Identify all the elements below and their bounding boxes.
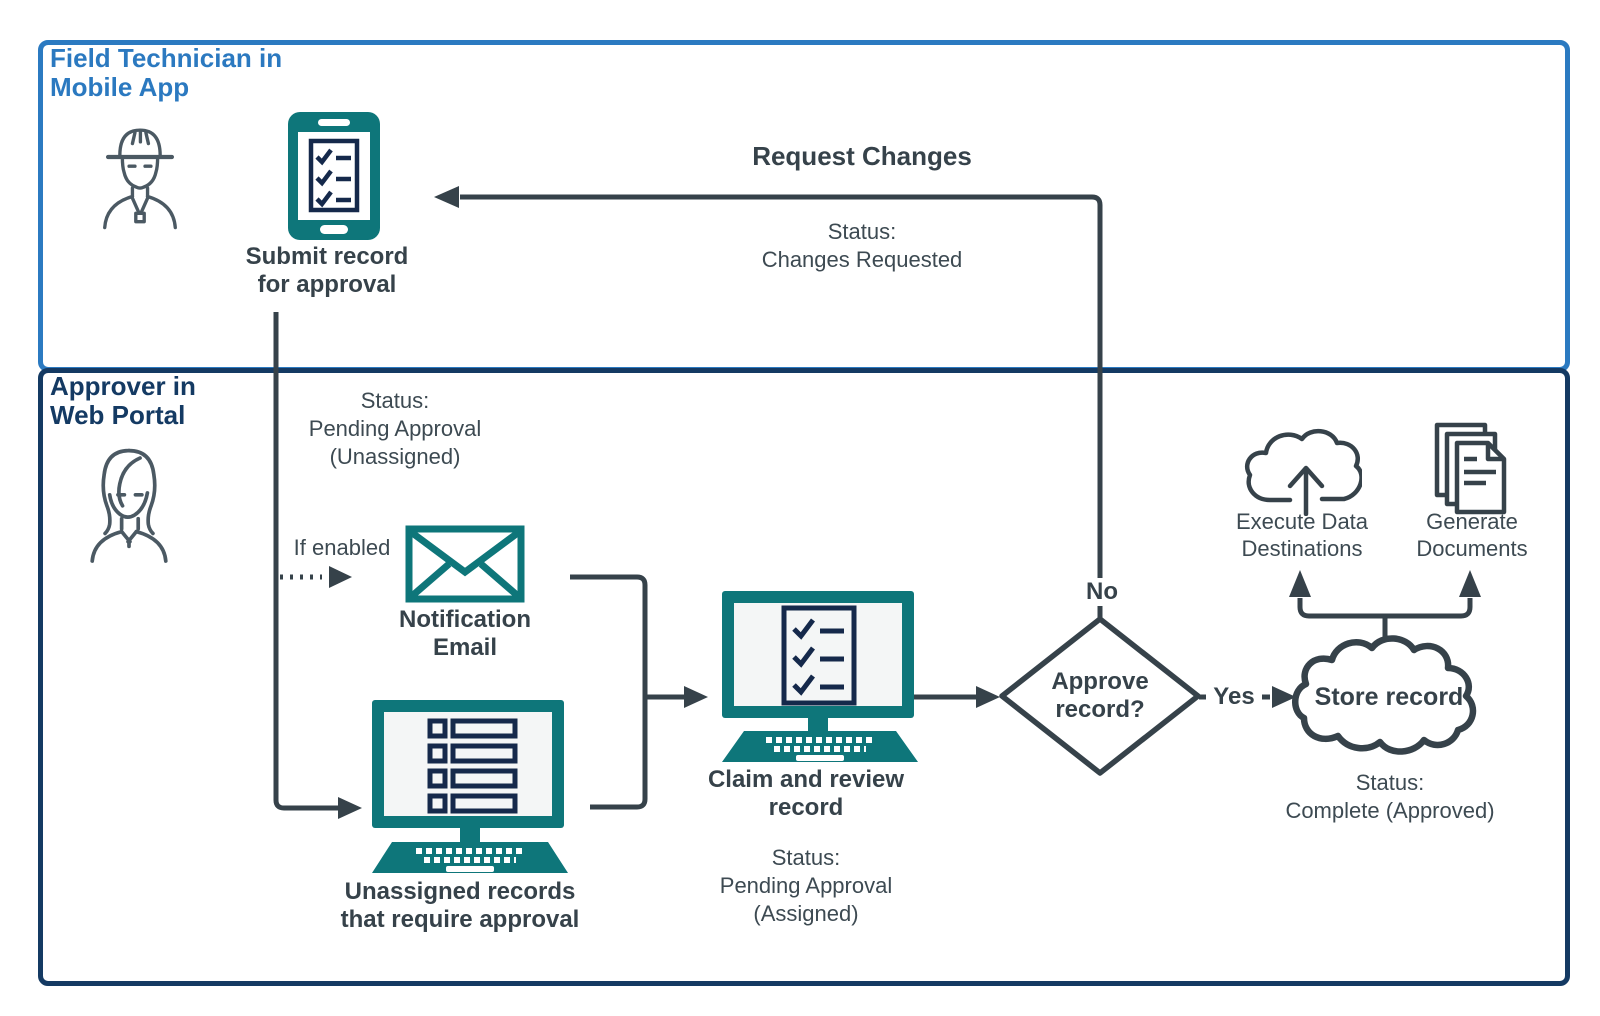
edge-no <box>460 194 1103 618</box>
email-icon <box>405 525 525 603</box>
status-pending-assigned: Status: Pending Approval (Assigned) <box>719 845 893 926</box>
status-changes-requested: Status: Changes Requested <box>761 219 963 272</box>
if-enabled-label: If enabled <box>293 535 391 560</box>
arrowhead <box>1272 686 1296 708</box>
arrowhead <box>329 566 352 588</box>
yes-label: Yes <box>1206 683 1262 711</box>
approver-icon <box>90 448 168 563</box>
lane-approver <box>38 368 1570 986</box>
arrowhead <box>976 686 1000 708</box>
edge-email-merge-bracket <box>570 574 648 810</box>
documents-icon <box>1434 422 1507 515</box>
lane-field-technician-title: Field Technician in Mobile App <box>50 43 283 102</box>
monitor-list-icon <box>372 700 568 873</box>
status-complete-approved: Status: Complete (Approved) <box>1285 770 1495 823</box>
arrowhead <box>1459 570 1481 597</box>
edge-store-branch-bar <box>1297 598 1473 619</box>
arrowhead <box>1289 570 1311 597</box>
generate-documents-label: Generate Documents <box>1416 509 1528 561</box>
submit-record-label: Submit record for approval <box>245 243 409 298</box>
edge-submit-to-unassigned <box>273 312 338 811</box>
notification-email-label: Notification Email <box>399 606 531 661</box>
status-pending-unassigned: Status: Pending Approval (Unassigned) <box>308 388 482 469</box>
approve-decision-label: Approve record? <box>1051 668 1149 723</box>
field-technician-icon <box>103 128 177 230</box>
store-record-cloud <box>1292 635 1477 755</box>
cloud-upload-icon <box>1244 429 1362 516</box>
arrowhead <box>434 186 459 208</box>
no-label: No <box>1078 578 1126 606</box>
arrowhead <box>338 797 362 819</box>
mobile-checklist-icon <box>288 112 380 240</box>
unassigned-records-label: Unassigned records that require approval <box>340 878 580 933</box>
lane-approver-title: Approver in Web Portal <box>50 371 196 430</box>
monitor-checklist-icon <box>722 591 918 762</box>
execute-data-destinations-label: Execute Data Destinations <box>1235 509 1369 561</box>
request-changes-label: Request Changes <box>752 141 972 171</box>
store-record-label: Store record <box>1314 683 1464 711</box>
arrowhead <box>684 686 708 708</box>
decision-diamond <box>999 616 1201 776</box>
claim-review-label: Claim and review record <box>707 766 905 821</box>
